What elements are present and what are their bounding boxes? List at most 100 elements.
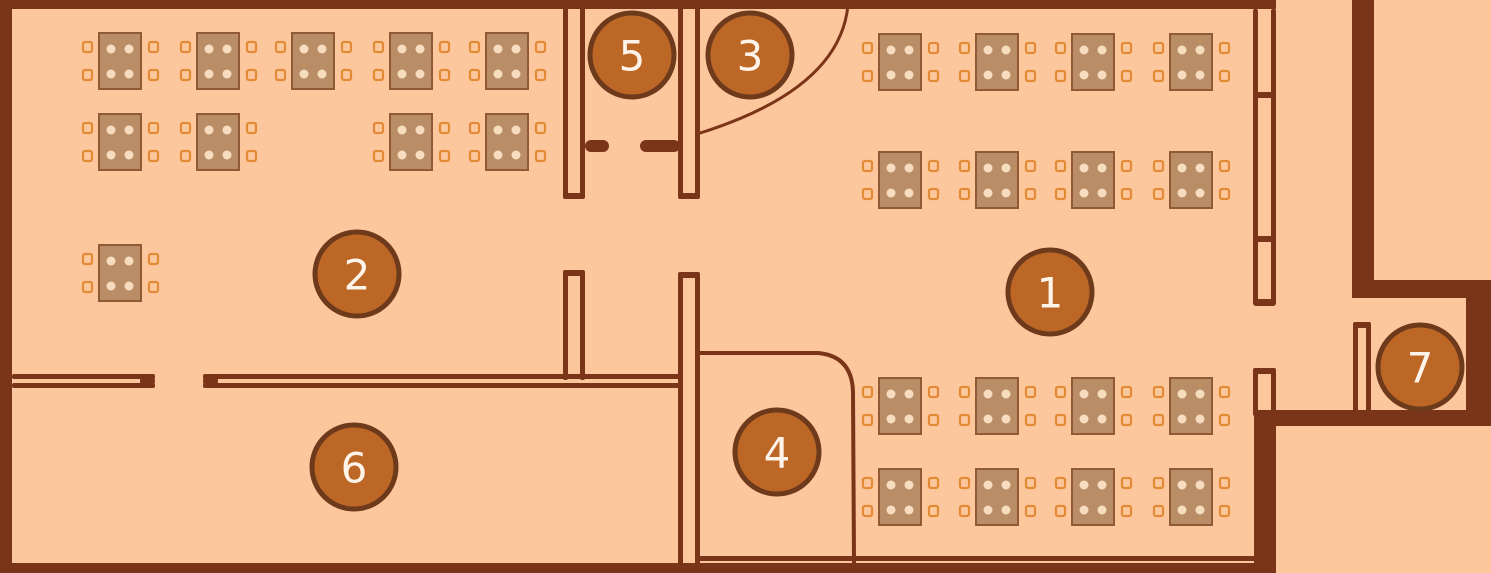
table-seat-dot xyxy=(1195,70,1205,80)
table-seat-dot xyxy=(124,125,134,135)
table-seat-dot xyxy=(983,389,993,399)
chair xyxy=(372,149,385,163)
chair xyxy=(1054,187,1067,201)
table-seat-dot xyxy=(1195,505,1205,515)
table xyxy=(98,32,142,90)
table-seat-dot xyxy=(904,188,914,198)
chair xyxy=(1054,41,1067,55)
table-seat-dot xyxy=(904,163,914,173)
table-with-chairs xyxy=(81,32,160,90)
table-seat-dot xyxy=(106,69,116,79)
table xyxy=(878,151,922,209)
chair xyxy=(245,121,258,135)
chair xyxy=(468,40,481,54)
table-seat-dot xyxy=(1001,480,1011,490)
chair xyxy=(861,476,874,490)
chair xyxy=(958,413,971,427)
chair xyxy=(1024,504,1037,518)
chair xyxy=(958,504,971,518)
table-seat-dot xyxy=(1001,505,1011,515)
table-seat-dot xyxy=(983,163,993,173)
table-seat-dot xyxy=(1195,414,1205,424)
chair xyxy=(372,121,385,135)
table-seat-dot xyxy=(1079,389,1089,399)
chair xyxy=(927,476,940,490)
wall-right-stub-b xyxy=(1271,368,1276,416)
table-seat-dot xyxy=(124,44,134,54)
chair xyxy=(147,121,160,135)
wall-right-upper xyxy=(1352,0,1374,298)
table-seat-dot xyxy=(1001,414,1011,424)
chair xyxy=(147,149,160,163)
room-badge-6: 6 xyxy=(309,422,399,512)
table-seat-dot xyxy=(886,505,896,515)
wall-room4-bottom xyxy=(700,556,1260,561)
wall-right-partition-b xyxy=(1271,9,1276,305)
wall-corridor-right-top-b xyxy=(695,6,700,199)
chair xyxy=(1054,413,1067,427)
chair xyxy=(147,252,160,266)
table-with-chairs xyxy=(1152,151,1231,209)
room-badge-circle xyxy=(1005,247,1095,337)
table-with-chairs xyxy=(958,151,1037,209)
chair xyxy=(81,40,94,54)
table-seat-dot xyxy=(1001,163,1011,173)
door-arc-room3 xyxy=(695,3,850,136)
table-seat-dot xyxy=(1177,389,1187,399)
room-badge-circle xyxy=(732,407,822,497)
chair xyxy=(1152,413,1165,427)
table xyxy=(878,468,922,526)
table-seat-dot xyxy=(511,150,521,160)
chair xyxy=(438,121,451,135)
wall-corridor-right-top-cap xyxy=(678,193,700,199)
chair xyxy=(958,69,971,83)
table xyxy=(1169,468,1213,526)
table-with-chairs xyxy=(1152,33,1231,91)
table xyxy=(196,113,240,171)
table-seat-dot xyxy=(204,44,214,54)
table xyxy=(98,244,142,302)
chair xyxy=(534,149,547,163)
chair xyxy=(438,68,451,82)
table-seat-dot xyxy=(222,125,232,135)
chair xyxy=(1218,159,1231,173)
chair xyxy=(1152,385,1165,399)
table-seat-dot xyxy=(1097,480,1107,490)
chair xyxy=(372,40,385,54)
table-with-chairs xyxy=(468,32,547,90)
table-seat-dot xyxy=(397,150,407,160)
table-with-chairs xyxy=(179,113,258,171)
chair xyxy=(927,413,940,427)
chair xyxy=(1024,476,1037,490)
table-with-chairs xyxy=(861,377,940,435)
wall-room7-right xyxy=(1466,280,1491,426)
room-badge-circle xyxy=(705,10,795,100)
wall-right-partition-joint-1 xyxy=(1253,92,1276,98)
table-with-chairs xyxy=(468,113,547,171)
table-seat-dot xyxy=(397,125,407,135)
chair xyxy=(1024,41,1037,55)
wall-right-stub-cap xyxy=(1253,368,1276,374)
table-seat-dot xyxy=(886,70,896,80)
table-with-chairs xyxy=(1054,468,1133,526)
table-seat-dot xyxy=(1195,480,1205,490)
wall-room7-door-b xyxy=(1366,322,1371,414)
table-seat-dot xyxy=(222,69,232,79)
table-seat-dot xyxy=(1079,505,1089,515)
table-seat-dot xyxy=(124,150,134,160)
table-with-chairs xyxy=(1054,377,1133,435)
chair xyxy=(1024,413,1037,427)
room-badge-7: 7 xyxy=(1375,322,1465,412)
chair xyxy=(340,40,353,54)
chair xyxy=(1120,187,1133,201)
room-number-label: 5 xyxy=(619,32,646,81)
wall-corridor-left-bottom-a xyxy=(563,270,568,380)
table-seat-dot xyxy=(106,256,116,266)
chair xyxy=(861,187,874,201)
wall-room6-top-right-a xyxy=(203,374,683,379)
chair xyxy=(1120,476,1133,490)
table-seat-dot xyxy=(1195,389,1205,399)
table-seat-dot xyxy=(1177,70,1187,80)
table-seat-dot xyxy=(124,256,134,266)
